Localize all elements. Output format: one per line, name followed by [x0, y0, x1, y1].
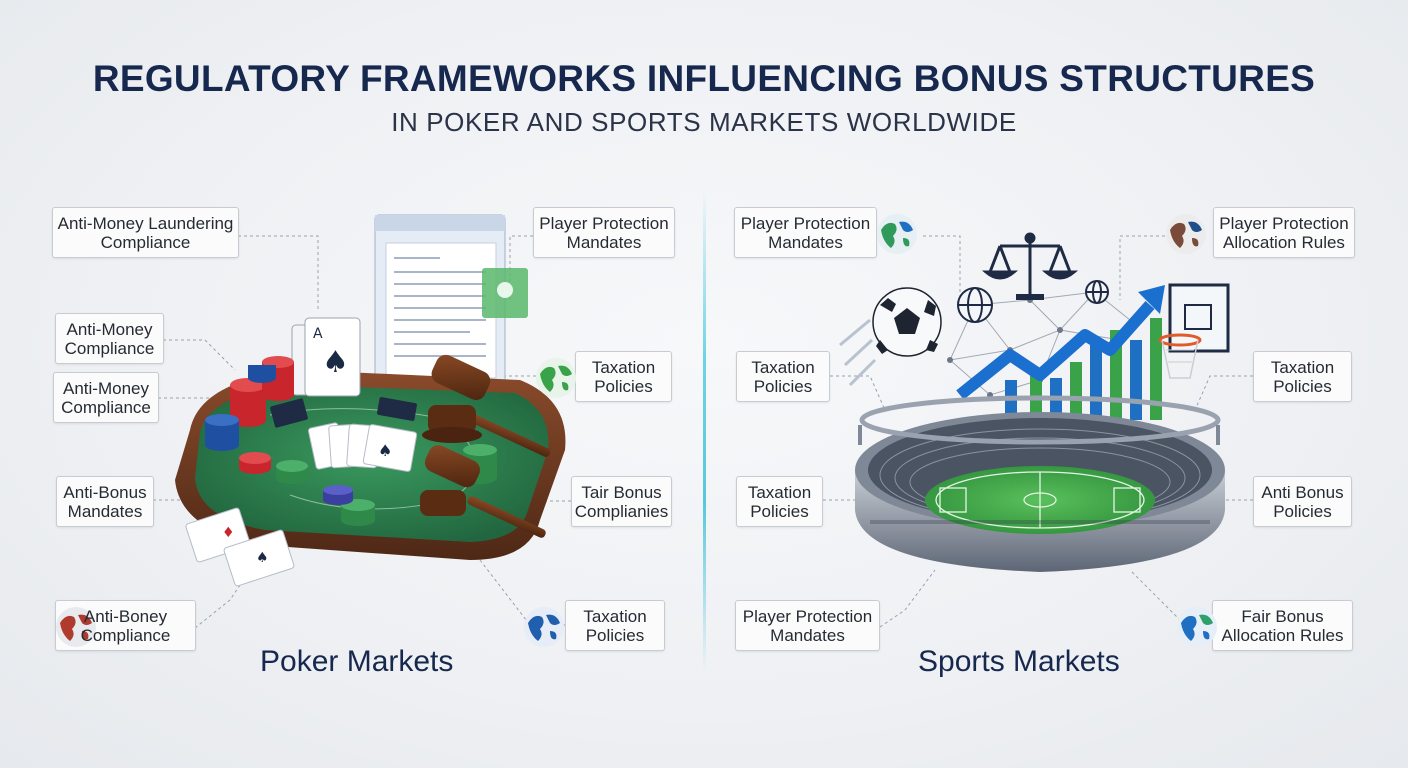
poker-anti-bonus-box: Anti-Bonus Mandates	[56, 476, 154, 527]
box-label: Anti Bonus Policies	[1261, 482, 1344, 521]
sports-taxation-box-1: Taxation Policies	[736, 351, 830, 402]
poker-fair-bonus-box: Tair Bonus Complianies	[571, 476, 672, 527]
svg-text:A: A	[313, 326, 323, 342]
playing-card-icon: A ♠	[291, 317, 361, 397]
gavel-icon-2	[420, 445, 546, 538]
box-label: Anti-Money Compliance	[61, 378, 151, 417]
sports-taxation-box-3: Taxation Policies	[1253, 351, 1352, 402]
svg-text:♠: ♠	[378, 441, 392, 460]
sports-fair-bonus-box: Fair Bonus Allocation Rules	[1177, 600, 1353, 651]
svg-text:♠: ♠	[322, 345, 349, 380]
poker-taxation-box-1: Taxation Policies	[536, 351, 672, 402]
box-label: Taxation Policies	[591, 357, 656, 396]
page-title: REGULATORY FRAMEWORKS INFLUENCING BONUS …	[92, 58, 1316, 99]
box-label: Anti-Money Compliance	[64, 319, 155, 358]
sports-anti-bonus-box: Anti Bonus Policies	[1253, 476, 1352, 527]
gavel-icon	[422, 354, 551, 457]
poker-taxation-box-2: Taxation Policies	[524, 600, 665, 651]
box-label: Taxation Policies	[583, 606, 647, 645]
soccer-ball-icon	[839, 287, 942, 387]
scales-icon	[981, 232, 1079, 300]
box-label: Anti-Boney Compliance	[80, 606, 171, 645]
poker-illustration: A ♠ ♠	[175, 214, 566, 587]
box-label: Anti-Bonus Mandates	[63, 482, 147, 521]
stadium-icon	[855, 395, 1225, 572]
sports-taxation-box-2: Taxation Policies	[736, 476, 823, 527]
box-label: Player Protection Mandates	[539, 213, 669, 252]
box-label: Player Protection Allocation Rules	[1219, 213, 1349, 252]
poker-anti-boney-box: Anti-Boney Compliance	[55, 600, 196, 651]
poker-anti-money-box-2: Anti-Money Compliance	[53, 372, 159, 423]
basketball-hoop-icon	[1158, 283, 1230, 379]
center-divider	[703, 190, 706, 670]
box-label: Player Protection Mandates	[740, 213, 871, 252]
sports-player-protection-box-2: Player Protection Mandates	[735, 600, 880, 651]
poker-markets-label: Poker Markets	[260, 645, 454, 678]
box-label: Taxation Policies	[747, 482, 812, 521]
table-cards: ♠	[270, 397, 418, 472]
sports-player-protection-box-1: Player Protection Mandates	[734, 207, 917, 258]
document-icon	[374, 214, 528, 386]
box-label: Taxation Policies	[751, 357, 815, 396]
svg-text:♦: ♦	[222, 525, 235, 541]
sports-connectors	[823, 235, 1253, 628]
poker-anti-money-box-1: Anti-Money Compliance	[55, 313, 164, 364]
globe-icon	[1166, 214, 1206, 254]
box-label: Player Protection Mandates	[742, 606, 873, 645]
globe-icon	[877, 214, 917, 254]
sports-illustration	[839, 232, 1230, 572]
box-label: Taxation Policies	[1270, 357, 1335, 396]
poker-aml-compliance-box: Anti-Money Laundering Compliance	[52, 207, 239, 258]
globe-icon	[536, 358, 576, 398]
globe-icon	[524, 607, 564, 647]
page-subtitle: IN POKER AND SPORTS MARKETS WORLDWIDE	[391, 107, 1017, 137]
svg-text:♠: ♠	[256, 550, 269, 566]
box-label: Tair Bonus Complianies	[574, 482, 669, 521]
globe-icon-network	[957, 280, 1109, 323]
sports-markets-label: Sports Markets	[918, 645, 1120, 678]
globe-icon	[1177, 607, 1217, 647]
trend-arrow-icon	[956, 285, 1165, 400]
poker-player-protection-box: Player Protection Mandates	[533, 207, 675, 258]
loose-cards: ♦ ♠	[185, 507, 295, 587]
poker-chip-icon	[205, 356, 497, 526]
box-label: Anti-Money Laundering Compliance	[57, 213, 234, 252]
box-label: Fair Bonus Allocation Rules	[1221, 606, 1344, 645]
sports-player-protection-allocation-box: Player Protection Allocation Rules	[1166, 207, 1355, 258]
globe-icon	[56, 607, 96, 647]
